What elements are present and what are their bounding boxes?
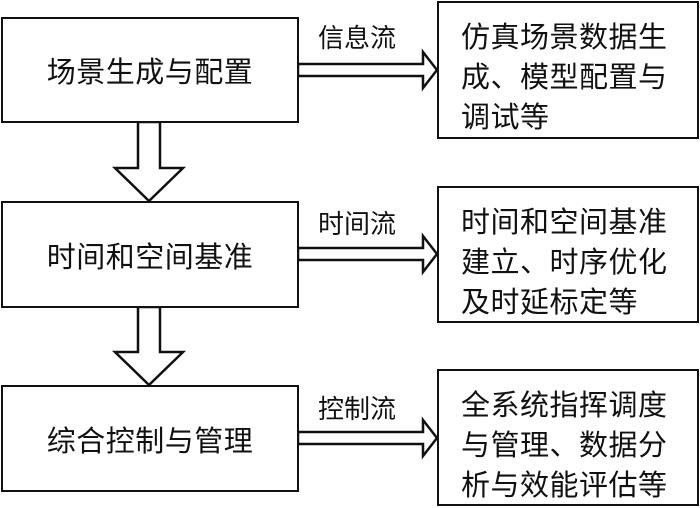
description-box-control: 全系统指挥调度 与管理、数据分 析与效能评估等 [437, 369, 699, 506]
description-line: 及时延标定等 [461, 285, 639, 319]
description-line: 时间和空间基准 [461, 205, 668, 239]
flow-label-control: 控制流 [318, 395, 397, 425]
description-line: 与管理、数据分 [461, 428, 668, 462]
stage-title: 时间和空间基准 [46, 239, 254, 274]
description-line: 调试等 [461, 100, 550, 134]
right-arrow-time-flow [296, 232, 439, 276]
stage-box-scene-generation: 场景生成与配置 [1, 17, 299, 123]
stage-box-time-space-reference: 时间和空间基准 [1, 201, 299, 308]
stage-box-control-management: 综合控制与管理 [1, 385, 299, 492]
description-line: 析与效能评估等 [461, 468, 668, 502]
right-arrow-control-flow [296, 416, 439, 460]
description-box-time: 时间和空间基准 建立、时序优化 及时延标定等 [437, 186, 699, 323]
flow-label-information: 信息流 [318, 24, 397, 54]
right-arrow-information-flow [296, 48, 439, 92]
description-line: 全系统指挥调度 [461, 388, 668, 422]
description-line: 成、模型配置与 [461, 60, 668, 94]
description-line: 仿真场景数据生 [461, 20, 668, 54]
flow-label-time: 时间流 [318, 210, 397, 240]
description-line: 建立、时序优化 [461, 245, 668, 279]
down-arrow-2 [111, 305, 187, 387]
stage-title: 场景生成与配置 [46, 55, 254, 89]
stage-title: 综合控制与管理 [46, 423, 254, 458]
description-box-scene: 仿真场景数据生 成、模型配置与 调试等 [437, 1, 699, 139]
down-arrow-1 [111, 120, 187, 203]
